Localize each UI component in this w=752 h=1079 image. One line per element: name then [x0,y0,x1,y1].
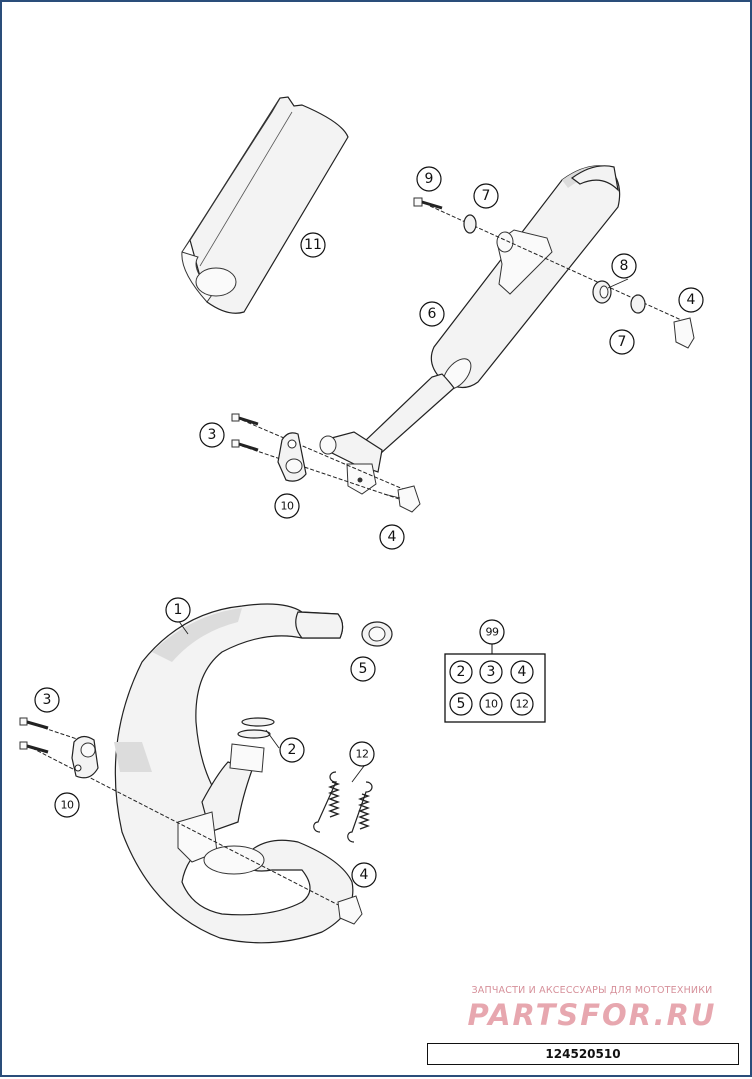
callout-3-upper-label: 3 [208,427,217,443]
callout-6-label: 6 [428,306,437,322]
kit-label: 99 [486,626,499,639]
watermark: ЗАПЧАСТИ И АКСЕССУАРЫ ДЛЯ МОТОТЕХНИКИ PA… [442,985,742,1032]
callout-1-label: 1 [174,602,183,618]
mount-axis-lower-b [241,445,403,501]
callout-10-lower: 10 [54,792,80,818]
bolts-3-upper [231,413,259,452]
callout-8: 8 [611,253,637,279]
kit-item-10: 10 [479,692,503,716]
callout-5: 5 [350,656,376,682]
mount-axis-lower-a [241,419,411,493]
callout-10-lower-label: 10 [61,799,74,812]
kit-item-5-label: 5 [457,696,466,712]
mount-axis-upper [429,205,691,325]
callout-7-upper: 7 [473,183,499,209]
heat-shield-sleeve [181,96,349,314]
nut-clip-4-middle [397,485,421,513]
callout-4-lower: 4 [351,862,377,888]
callout-2-label: 2 [288,742,297,758]
kit-item-2: 2 [449,660,473,684]
callout-6: 6 [419,301,445,327]
exhaust-pipe [114,603,354,944]
bracket-10-upper [277,432,307,482]
kit-item-3: 3 [479,660,503,684]
callout-12-label: 12 [356,748,369,761]
callout-10-upper: 10 [274,493,300,519]
nut-clip-4-lower [337,895,363,925]
rubber-bushing-8 [592,280,612,304]
callout-7-upper-label: 7 [482,188,491,204]
callout-4-upper: 4 [678,287,704,313]
kit-item-12-label: 12 [516,698,529,711]
nut-clip-4-upper [673,317,695,349]
watermark-logo: PARTSFOR.RU [467,998,717,1032]
callout-3-lower-label: 3 [43,692,52,708]
callout-4-lower-label: 4 [360,867,369,883]
springs-12 [313,771,373,843]
kit-item-2-label: 2 [457,664,466,680]
diagram-code-box: 124520510 [427,1043,739,1065]
kit-item-4-label: 4 [518,664,527,680]
watermark-tagline: ЗАПЧАСТИ И АКСЕССУАРЫ ДЛЯ МОТОТЕХНИКИ [471,985,713,996]
callout-5-label: 5 [359,661,368,677]
bolts-3-lower [19,717,49,754]
kit-item-3-label: 3 [487,664,496,680]
callout-4-middle-label: 4 [388,529,397,545]
callout-9: 9 [416,166,442,192]
callout-4-middle: 4 [379,524,405,550]
diagram-code: 124520510 [545,1047,621,1061]
exhaust-seal-5 [361,621,393,647]
callout-10-upper-label: 10 [281,500,294,513]
kit-item-12: 12 [510,692,534,716]
callout-99: 99 [479,619,505,645]
callout-3-upper: 3 [199,422,225,448]
callout-11: 11 [300,232,326,258]
kit-item-4: 4 [510,660,534,684]
kit-item-5: 5 [449,692,473,716]
washer-7-lower [630,294,646,314]
callout-3-lower: 3 [34,687,60,713]
callout-8-label: 8 [620,258,629,274]
callout-4-upper-label: 4 [687,292,696,308]
callout-9-label: 9 [425,171,434,187]
callout-11-label: 11 [304,237,322,253]
parts-kit-box: 99 2 3 4 5 10 12 [444,619,546,723]
callout-12: 12 [349,741,375,767]
callout-7-lower: 7 [609,329,635,355]
callout-1: 1 [165,597,191,623]
callout-2: 2 [279,737,305,763]
washer-7-upper [463,214,477,234]
kit-item-10-label: 10 [485,698,498,711]
o-rings-2 [237,717,275,739]
bracket-10-lower [71,735,99,779]
bolt-9 [413,197,443,210]
leader-lines [177,278,629,783]
callout-7-lower-label: 7 [618,334,627,350]
